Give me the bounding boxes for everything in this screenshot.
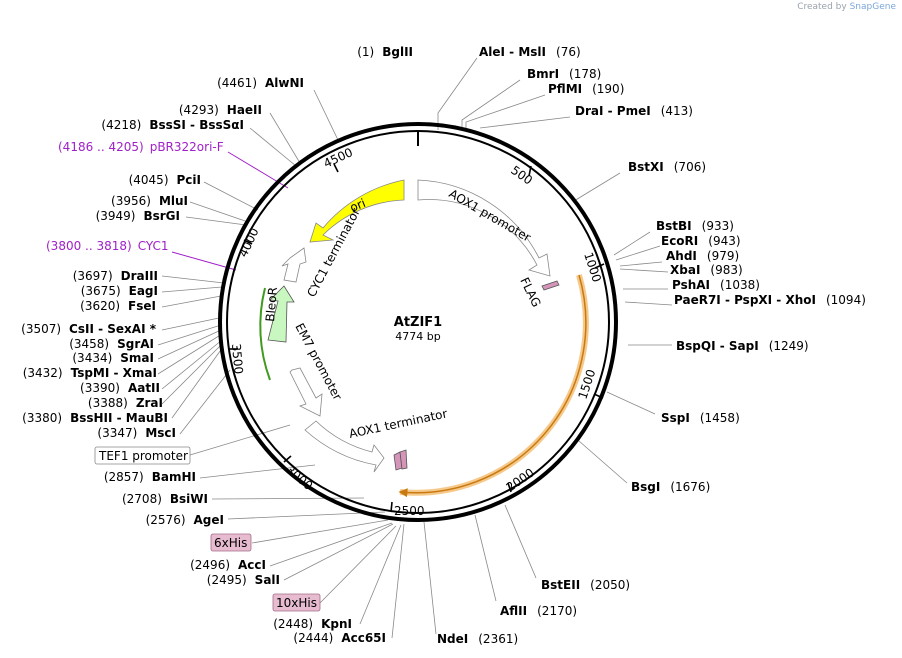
site-msci: (3347)MscI bbox=[97, 426, 176, 440]
site-bsgi: BsgI(1676) bbox=[631, 480, 710, 494]
site-agei: (2576)AgeI bbox=[146, 513, 224, 527]
site-paer7i-pspxi-xhoi: PaeR7I - PspXI - XhoI(1094) bbox=[674, 293, 866, 307]
site-bamhi: (2857)BamHI bbox=[104, 470, 196, 484]
site-bsrgi: (3949)BsrGI bbox=[96, 209, 180, 223]
site-ecori: EcoRI(943) bbox=[661, 234, 741, 248]
site-kpni: (2448)KpnI bbox=[273, 617, 352, 631]
site-sali: (2495)SalI bbox=[207, 573, 280, 587]
site-bsssi-bsssai: (4218)BssSI - BssSαI bbox=[101, 118, 244, 132]
primer-cyc1: (3800 .. 3818)CYC1 bbox=[46, 239, 169, 253]
site-aatii: (3390)AatII bbox=[80, 381, 160, 395]
site-alwni: (4461)AlwNI bbox=[217, 76, 304, 90]
site-zrai: (3388)ZraI bbox=[88, 396, 163, 410]
feature-10xhis bbox=[399, 449, 408, 470]
site-bmri: BmrI(178) bbox=[527, 67, 601, 81]
site-bsiwi: (2708)BsiWI bbox=[122, 492, 208, 506]
site-smai: (3434)SmaI bbox=[72, 351, 154, 365]
sites-right: AleI - MslI(76) BmrI(178) PflMI(190) Dra… bbox=[437, 45, 866, 646]
orf-arrow bbox=[398, 274, 587, 498]
feature-em7-promoter[interactable] bbox=[289, 367, 323, 417]
site-bsteii: BstEII(2050) bbox=[541, 578, 630, 592]
tick-3500: 3500 bbox=[229, 343, 246, 375]
site-haeii: (4293)HaeII bbox=[179, 103, 262, 117]
primer-pbr322ori-f: (4186 .. 4205)pBR322ori-F bbox=[58, 140, 224, 154]
leader-lines bbox=[157, 57, 673, 639]
site-draiii: (3697)DraIII bbox=[73, 269, 158, 283]
site-pcii: (4045)PciI bbox=[129, 173, 201, 187]
label-aox1-promoter: AOX1 promoter bbox=[447, 186, 534, 244]
label-ori: ori bbox=[348, 196, 368, 215]
label-aox1-terminator: AOX1 terminator bbox=[348, 406, 449, 441]
site-ndei: NdeI(2361) bbox=[437, 632, 518, 646]
tef1-promoter-box bbox=[94, 446, 191, 465]
site-pflmi: PflMI(190) bbox=[548, 82, 624, 96]
plasmid-length: 4774 bp bbox=[395, 330, 440, 343]
feature-bleor[interactable] bbox=[267, 285, 295, 343]
site-tspmi-xmai: (3432)TspMI - XmaI bbox=[23, 366, 157, 380]
primer-lines bbox=[171, 151, 289, 271]
6xhis-label: 6xHis bbox=[214, 536, 247, 550]
tef1-promoter-label: TEF1 promoter bbox=[98, 449, 188, 463]
10xhis-label: 10xHis bbox=[276, 596, 317, 610]
tick-4000: 4000 bbox=[236, 226, 262, 260]
feature-aox1-promoter[interactable] bbox=[417, 179, 551, 277]
site-ahdi: AhdI(979) bbox=[666, 249, 739, 263]
site-sspi: SspI(1458) bbox=[661, 411, 740, 425]
site-bstxi: BstXI(706) bbox=[628, 160, 706, 174]
site-xbai: XbaI(983) bbox=[670, 263, 743, 277]
feature-aox1-terminator[interactable] bbox=[304, 420, 385, 473]
label-flag: FLAG bbox=[517, 275, 543, 309]
label-bleor: BleoR bbox=[263, 287, 280, 323]
backbone-outer bbox=[218, 122, 618, 522]
site-alei-msli: AleI - MslI(76) bbox=[479, 45, 581, 59]
site-acc65i: (2444)Acc65I bbox=[293, 631, 386, 645]
site-bglii: (1)BglII bbox=[357, 45, 413, 59]
tick-2500: 2500 bbox=[394, 504, 425, 518]
6xhis-box bbox=[210, 533, 252, 552]
bleor-orf bbox=[259, 287, 271, 381]
snapgene-logo: SnapGene bbox=[849, 2, 896, 12]
sites-left: (1)BglII (4461)AlwNI (4293)HaeII (4218)B… bbox=[21, 45, 413, 645]
site-bsshii-maubi: (3380)BssHII - MauBI bbox=[22, 411, 168, 425]
site-eagi: (3675)EagI bbox=[81, 284, 158, 298]
feature-cyc1-terminator[interactable] bbox=[281, 247, 307, 283]
feature-ori[interactable] bbox=[309, 179, 405, 243]
site-fsei: (3620)FseI bbox=[80, 299, 156, 313]
site-bstbi: BstBI(933) bbox=[656, 219, 734, 233]
site-drai-pmei: DraI - PmeI(413) bbox=[575, 104, 693, 118]
site-sgrai: (3458)SgrAI bbox=[69, 337, 154, 351]
10xhis-box bbox=[272, 593, 321, 612]
tick-1000: 1000 bbox=[581, 251, 604, 284]
plasmid-name: AtZIF1 bbox=[394, 315, 442, 330]
site-pshai: PshAI(1038) bbox=[672, 278, 760, 292]
site-bspqi-sapi: BspQI - SapI(1249) bbox=[676, 339, 809, 353]
site-aflii: AflII(2170) bbox=[500, 604, 577, 618]
site-acci: (2496)AccI bbox=[190, 558, 266, 572]
snapgene-credit: Created by SnapGene bbox=[797, 2, 896, 12]
site-mlui: (3956)MluI bbox=[111, 194, 188, 208]
tick-marks bbox=[229, 163, 605, 513]
site-csii-sexai: (3507)CsII - SexAI * bbox=[21, 322, 157, 336]
feature-flag[interactable] bbox=[541, 280, 560, 291]
